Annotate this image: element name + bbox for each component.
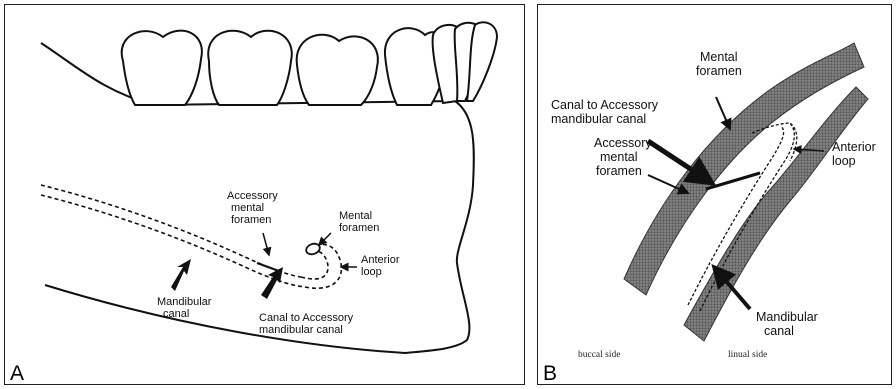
label-anterior-loop: Anterior loop	[361, 254, 403, 278]
label-accessory-mental-foramen-b: Accessory mental foramen	[594, 136, 655, 178]
label-canal-to-accessory: Canal to Accessory mandibular canal	[259, 312, 356, 336]
panel-a: Accessory mental foramen Mental foramen …	[4, 4, 525, 385]
accessory-mental-foramen	[257, 263, 279, 271]
label-mandibular-canal: Mandibular canal	[157, 296, 214, 320]
panel-letter-b: B	[543, 362, 557, 385]
label-mental-foramen: Mental foramen	[339, 210, 379, 234]
cross-section-diagram: Mental foramen Canal to Accessory mandib…	[538, 5, 892, 385]
label-accessory-mental-foramen: Accessory mental foramen	[227, 190, 281, 226]
arrow-mandibular-canal	[171, 259, 191, 291]
mental-foramen	[305, 242, 322, 256]
arrow-mental-foramen	[319, 233, 331, 245]
tooth-3	[297, 35, 378, 105]
label-buccal-side: buccal side	[578, 350, 620, 360]
arrow-canal-to-accessory	[261, 267, 283, 299]
tooth-2	[208, 31, 292, 105]
arrow-mental-foramen-b	[716, 97, 730, 129]
mandible-diagram: Accessory mental foramen Mental foramen …	[5, 5, 525, 385]
label-canal-to-accessory-b: Canal to Accessory mandibular canal	[551, 98, 661, 126]
arrow-accessory-mental-foramen	[263, 233, 269, 255]
tooth-1	[122, 31, 202, 105]
label-lingual-side: linual side	[728, 350, 767, 360]
panel-letter-a: A	[10, 362, 24, 385]
label-anterior-loop-b: Anterior loop	[832, 140, 879, 168]
label-mandibular-canal-b: Mandibular canal	[756, 310, 821, 338]
panel-b: Mental foramen Canal to Accessory mandib…	[537, 4, 892, 385]
label-mental-foramen-b: Mental foramen	[696, 50, 742, 78]
